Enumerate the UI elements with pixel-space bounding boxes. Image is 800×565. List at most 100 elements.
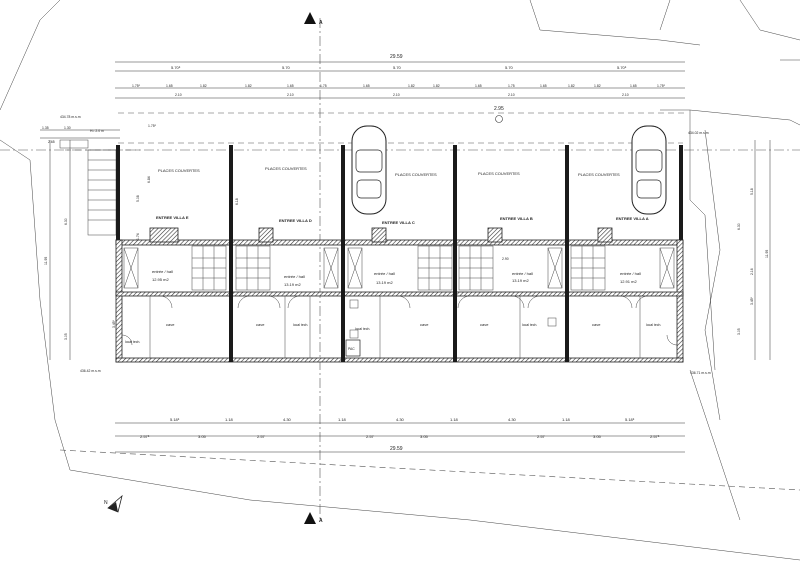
local-tech-label: local tech. (293, 323, 308, 327)
shafts (123, 247, 675, 289)
center-dim: 2.95 (494, 106, 504, 112)
top-dim: 5.70 (505, 65, 514, 70)
left-dim: 3.45⁵ (112, 319, 116, 328)
stair-villa-b (458, 245, 494, 291)
stair-villa-d (235, 245, 271, 291)
left-dim: 3.05 (64, 333, 68, 340)
top-dim: 1.82 (408, 84, 415, 88)
top-dim: 1.65 (540, 84, 547, 88)
top-total-dim: 29.59 (390, 54, 403, 60)
inner-dim: 2.90 (502, 257, 509, 261)
bottom-dim: 3.05 (198, 434, 207, 439)
hall-area: 13.19 m2 (376, 280, 393, 285)
top-dim: 1.75⁵ (132, 84, 141, 88)
inner-dim: 6.18 (235, 198, 239, 205)
inner-dim: 5.08 (136, 195, 140, 202)
level-bottom-left: 436.42 m.s.m (80, 369, 101, 373)
entree-villa-c: ENTREE VILLA C (382, 220, 415, 225)
hall-label: entrée / hall (152, 269, 173, 274)
hall-label: entrée / hall (512, 271, 533, 276)
bottom-dim: 1.18 (225, 417, 234, 422)
left-dim: 11.95 (44, 257, 48, 265)
top-dim: 1.65 (166, 84, 173, 88)
places-couvertes-label: PLACES COUVERTES (395, 172, 437, 177)
bottom-dim: 2.57 (537, 434, 546, 439)
bottom-dim: 1.18 (562, 417, 571, 422)
right-dim: 3.05 (737, 328, 741, 335)
level-top-left: 434.78 m.s.m (60, 115, 81, 119)
hall-label: entrée / hall (374, 271, 395, 276)
places-couvertes-label: PLACES COUVERTES (158, 168, 200, 173)
level-bottom-right: 436.71 m.s.m (690, 371, 711, 375)
top-dim: 5.70⁵ (617, 65, 627, 70)
bottom-dim: 4.30 (396, 417, 405, 422)
top-dim: 1.82 (594, 84, 601, 88)
level-notes: 434.78 m.s.m 434.02 m.s.m 436.42 m.s.m 4… (60, 115, 711, 375)
top-dim: 1.82 (433, 84, 440, 88)
inner-dims: 6.84 5.08 6.18 2.90 1.74 (136, 176, 509, 261)
cave-label: cave (256, 322, 265, 327)
bottom-dim: 5.18⁵ (625, 417, 635, 422)
entrance-labels: ENTREE VILLA E ENTREE VILLA D ENTREE VIL… (156, 215, 649, 225)
left-dim: 2.65 (48, 140, 55, 144)
car-icon (351, 125, 387, 215)
entree-villa-d: ENTREE VILLA D (279, 218, 312, 223)
local-tech-label: local tech. (355, 327, 370, 331)
local-tech-label: local tech. (522, 323, 537, 327)
cave-label: cave (420, 322, 429, 327)
bottom-dim: 4.30 (508, 417, 517, 422)
top-dim: 1.75⁵ (657, 84, 666, 88)
cave-label: cave (480, 322, 489, 327)
left-dimension-chains: 1.35 1.30 2.65 6.30 11.95 3.05 3.45⁵ (40, 126, 120, 360)
top-dimension-chains: 29.59 5.70⁵ 5.70 5.70 5.70 5.70⁵ 1.75⁵ 1… (115, 54, 685, 128)
left-dim: 1.35 (42, 126, 49, 130)
bottom-dim: 2.57 (257, 434, 266, 439)
pac-label: PAC (348, 347, 355, 351)
stair-villa-a (570, 245, 606, 291)
top-dim: 1.65 (630, 84, 637, 88)
inner-dim: 1.75⁵ (148, 124, 157, 128)
section-marker-label: A (319, 518, 323, 524)
top-dim: 1.65 (287, 84, 294, 88)
inner-dim: 6.84 (147, 176, 151, 183)
stair-villa-c (417, 245, 453, 291)
top-dim: 2.10 (622, 93, 629, 97)
car-icon (631, 125, 667, 215)
carport-labels: PLACES COUVERTES PLACES COUVERTES PLACES… (158, 166, 620, 177)
top-dim: 2.10 (508, 93, 515, 97)
top-dim: 2.10 (287, 93, 294, 97)
section-marker-bottom: A (304, 512, 323, 524)
section-marker-top: A (304, 12, 323, 26)
left-dim: 1.30 (64, 126, 71, 130)
stair-villa-e (191, 245, 227, 291)
bottom-dim: 1.18 (338, 417, 347, 422)
bottom-total-dim: 29.59 (390, 446, 403, 452)
top-dim: 5.70 (282, 65, 291, 70)
hall-labels: entrée / hall 12.95 m2 entrée / hall 13.… (152, 269, 641, 287)
top-dim: 5.70⁵ (171, 65, 181, 70)
inner-dim: 1.74 (136, 233, 140, 240)
hall-area: 13.19 m2 (284, 282, 301, 287)
top-dim: 2.10 (393, 93, 400, 97)
places-couvertes-label: PLACES COUVERTES (265, 166, 307, 171)
top-dim: 1.82 (200, 84, 207, 88)
section-marker-label: A (319, 20, 323, 26)
top-dim: 1.65 (475, 84, 482, 88)
north-label: N (104, 500, 108, 506)
local-tech-label: local tech. (125, 340, 140, 344)
pac-unit: PAC (345, 339, 361, 357)
hall-area: 12.91 m2 (620, 279, 637, 284)
bottom-dim: 3.05 (420, 434, 429, 439)
bottom-dim: 4.30 (283, 417, 292, 422)
bottom-dim: 5.18⁵ (170, 417, 180, 422)
top-dim: 1.65 (363, 84, 370, 88)
bottom-dim: 2.57⁵ (140, 434, 150, 439)
hall-area: 13.19 m2 (512, 278, 529, 283)
top-dim: 1.82 (245, 84, 252, 88)
north-arrow-icon: N (104, 494, 123, 513)
top-dim: 1.75 (320, 84, 327, 88)
hall-label: entrée / hall (620, 271, 641, 276)
entree-villa-b: ENTREE VILLA B (500, 216, 533, 221)
